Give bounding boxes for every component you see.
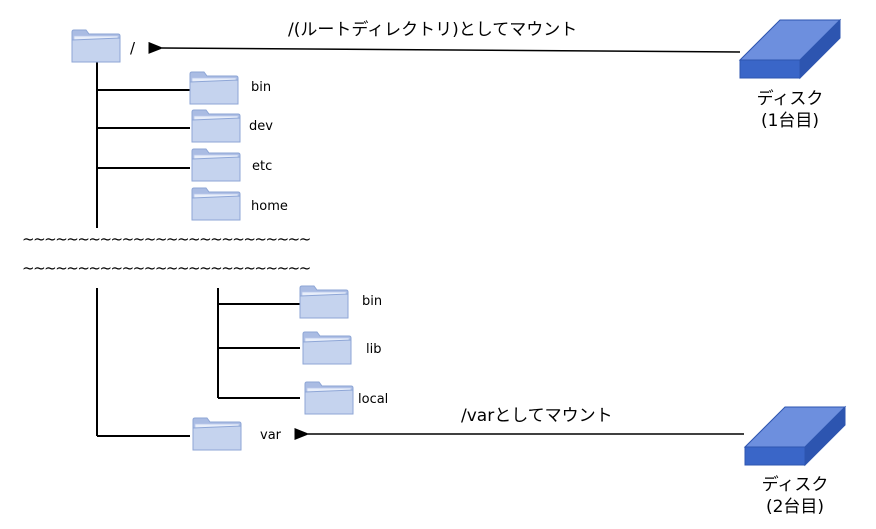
folder-icon-var-local[interactable]: [304, 381, 354, 415]
folder-icon-var-lib[interactable]: [302, 331, 352, 365]
mount-arrow-root: [148, 41, 741, 54]
disk-icon-1[interactable]: [739, 19, 841, 79]
folder-label-var: var: [260, 428, 282, 443]
folder-icon-root[interactable]: [71, 29, 121, 63]
disk-caption-2-line1: ディスク: [761, 475, 829, 495]
folder-label-bin: bin: [251, 80, 272, 95]
disk-caption-1-line2: (1台目): [760, 111, 820, 131]
folder-icon-var[interactable]: [192, 417, 242, 451]
folder-label-home: home: [251, 199, 288, 214]
disk-caption-2: ディスク (2台目): [740, 474, 850, 518]
separator-line-1: ~~~~~~~~~~~~~~~~~~~~~~~~~~: [22, 230, 311, 248]
folder-icon-var-bin[interactable]: [299, 285, 349, 319]
separator-line-2: ~~~~~~~~~~~~~~~~~~~~~~~~~~: [22, 259, 311, 277]
tree-lines-lower: [96, 288, 300, 437]
folder-label-var-lib: lib: [366, 342, 382, 357]
mount-label-root: /(ルートディレクトリ)としてマウント: [288, 20, 578, 40]
mount-label-var: /varとしてマウント: [461, 406, 613, 426]
folder-icon-etc[interactable]: [191, 148, 241, 182]
folder-label-dev: dev: [249, 119, 273, 134]
folder-label-var-bin: bin: [362, 294, 383, 309]
disk-caption-1-line1: ディスク: [756, 89, 824, 109]
folder-icon-bin[interactable]: [189, 71, 239, 105]
folder-icon-dev[interactable]: [191, 109, 241, 143]
disk-icon-2[interactable]: [744, 406, 846, 466]
folder-label-root: /: [130, 39, 136, 57]
disk-caption-1: ディスク (1台目): [735, 88, 845, 132]
tree-lines-upper: [96, 62, 190, 228]
folder-label-etc: etc: [252, 159, 273, 174]
folder-label-var-local: local: [358, 392, 389, 407]
disk-caption-2-line2: (2台目): [765, 497, 825, 517]
folder-icon-home[interactable]: [191, 187, 241, 221]
